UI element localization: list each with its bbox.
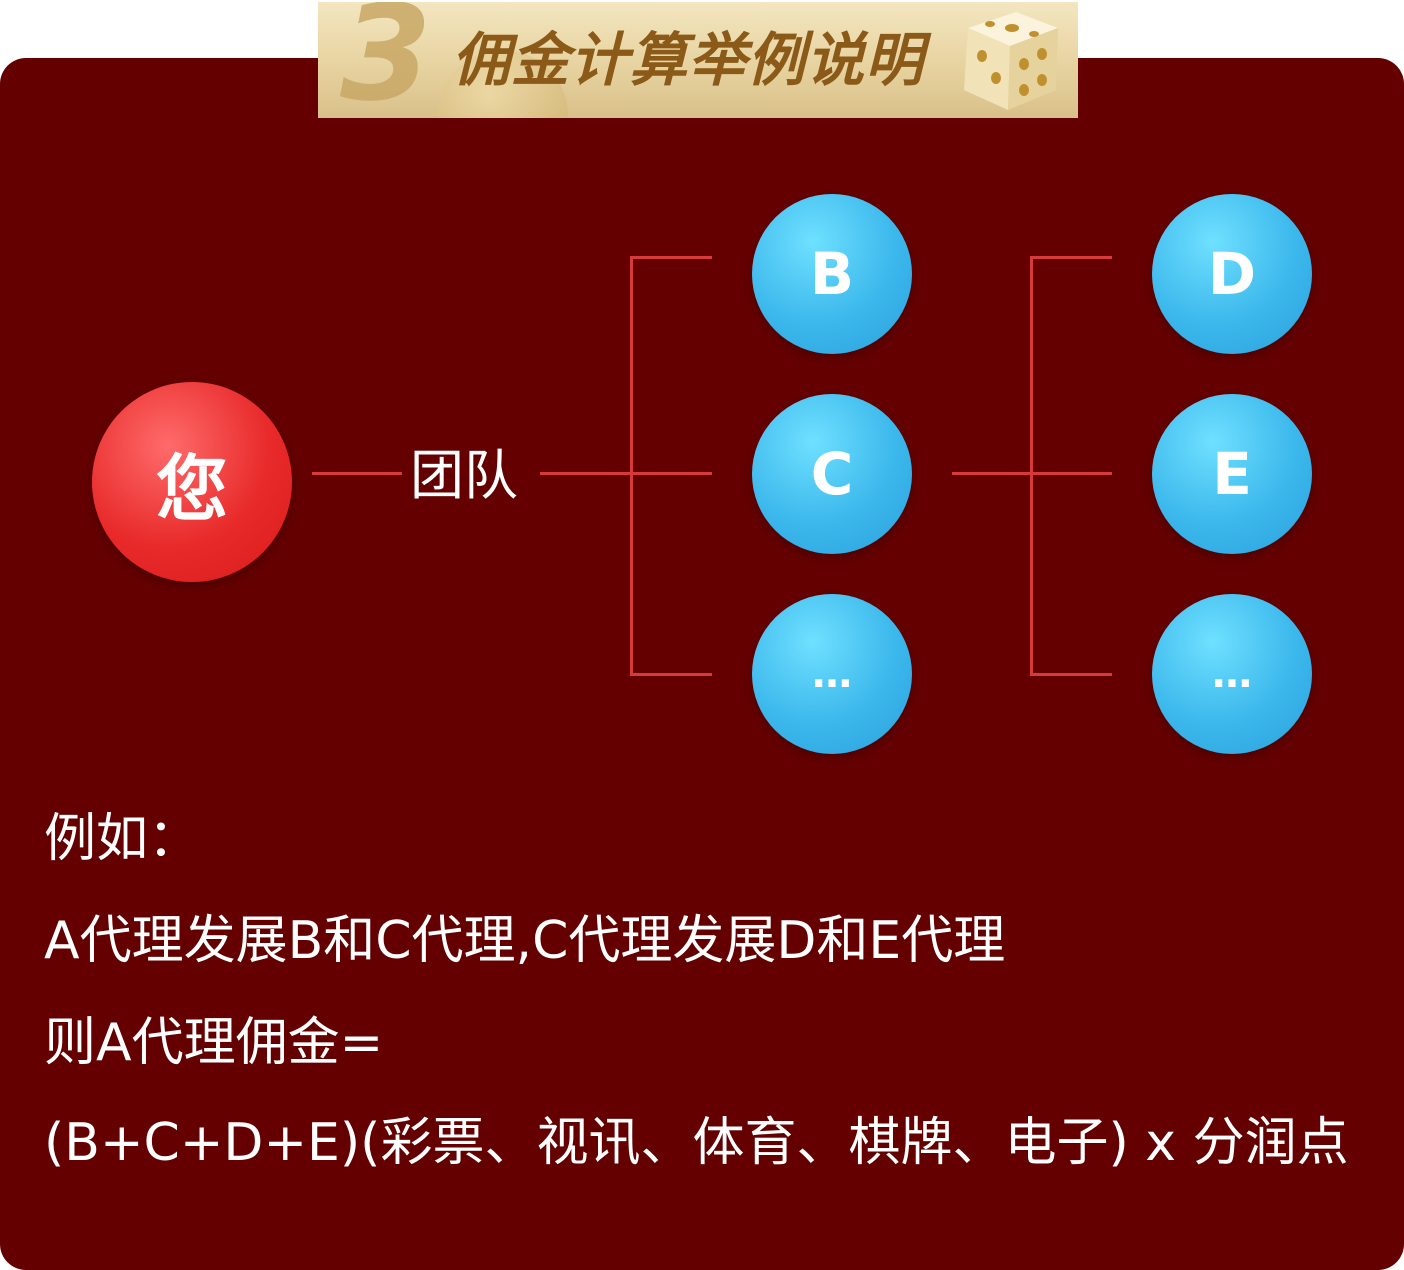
branch1-bottom <box>630 673 712 676</box>
branch2-bottom <box>1030 673 1112 676</box>
node-d: D <box>1152 194 1312 354</box>
branch2-top <box>1030 256 1112 259</box>
node-level2-more: … <box>1152 594 1312 754</box>
node-level1-more: … <box>752 594 912 754</box>
node-c: C <box>752 394 912 554</box>
example-heading: 例如： <box>44 809 201 869</box>
banner-title: 佣金计算举例说明 <box>452 26 925 94</box>
branch1-vertical <box>630 256 633 676</box>
branch2-vertical <box>1030 256 1033 676</box>
node-e: E <box>1152 394 1312 554</box>
branch1-top <box>630 256 712 259</box>
root-node-you: 您 <box>92 382 292 582</box>
title-banner: 3 佣金计算举例说明 <box>318 2 1078 118</box>
connector-label-to-branch <box>540 472 712 475</box>
node-b: B <box>752 194 912 354</box>
connector-root-to-label <box>312 472 402 475</box>
example-formula-label: 则A代理佣金= <box>44 1013 384 1073</box>
team-label: 团队 <box>410 444 518 507</box>
dice-icon <box>964 12 1058 110</box>
example-description: A代理发展B和C代理,C代理发展D和E代理 <box>44 911 1006 971</box>
banner-number: 3 <box>340 2 432 118</box>
example-formula: (B+C+D+E)(彩票、视讯、体育、棋牌、电子) x 分润点 <box>44 1113 1349 1173</box>
